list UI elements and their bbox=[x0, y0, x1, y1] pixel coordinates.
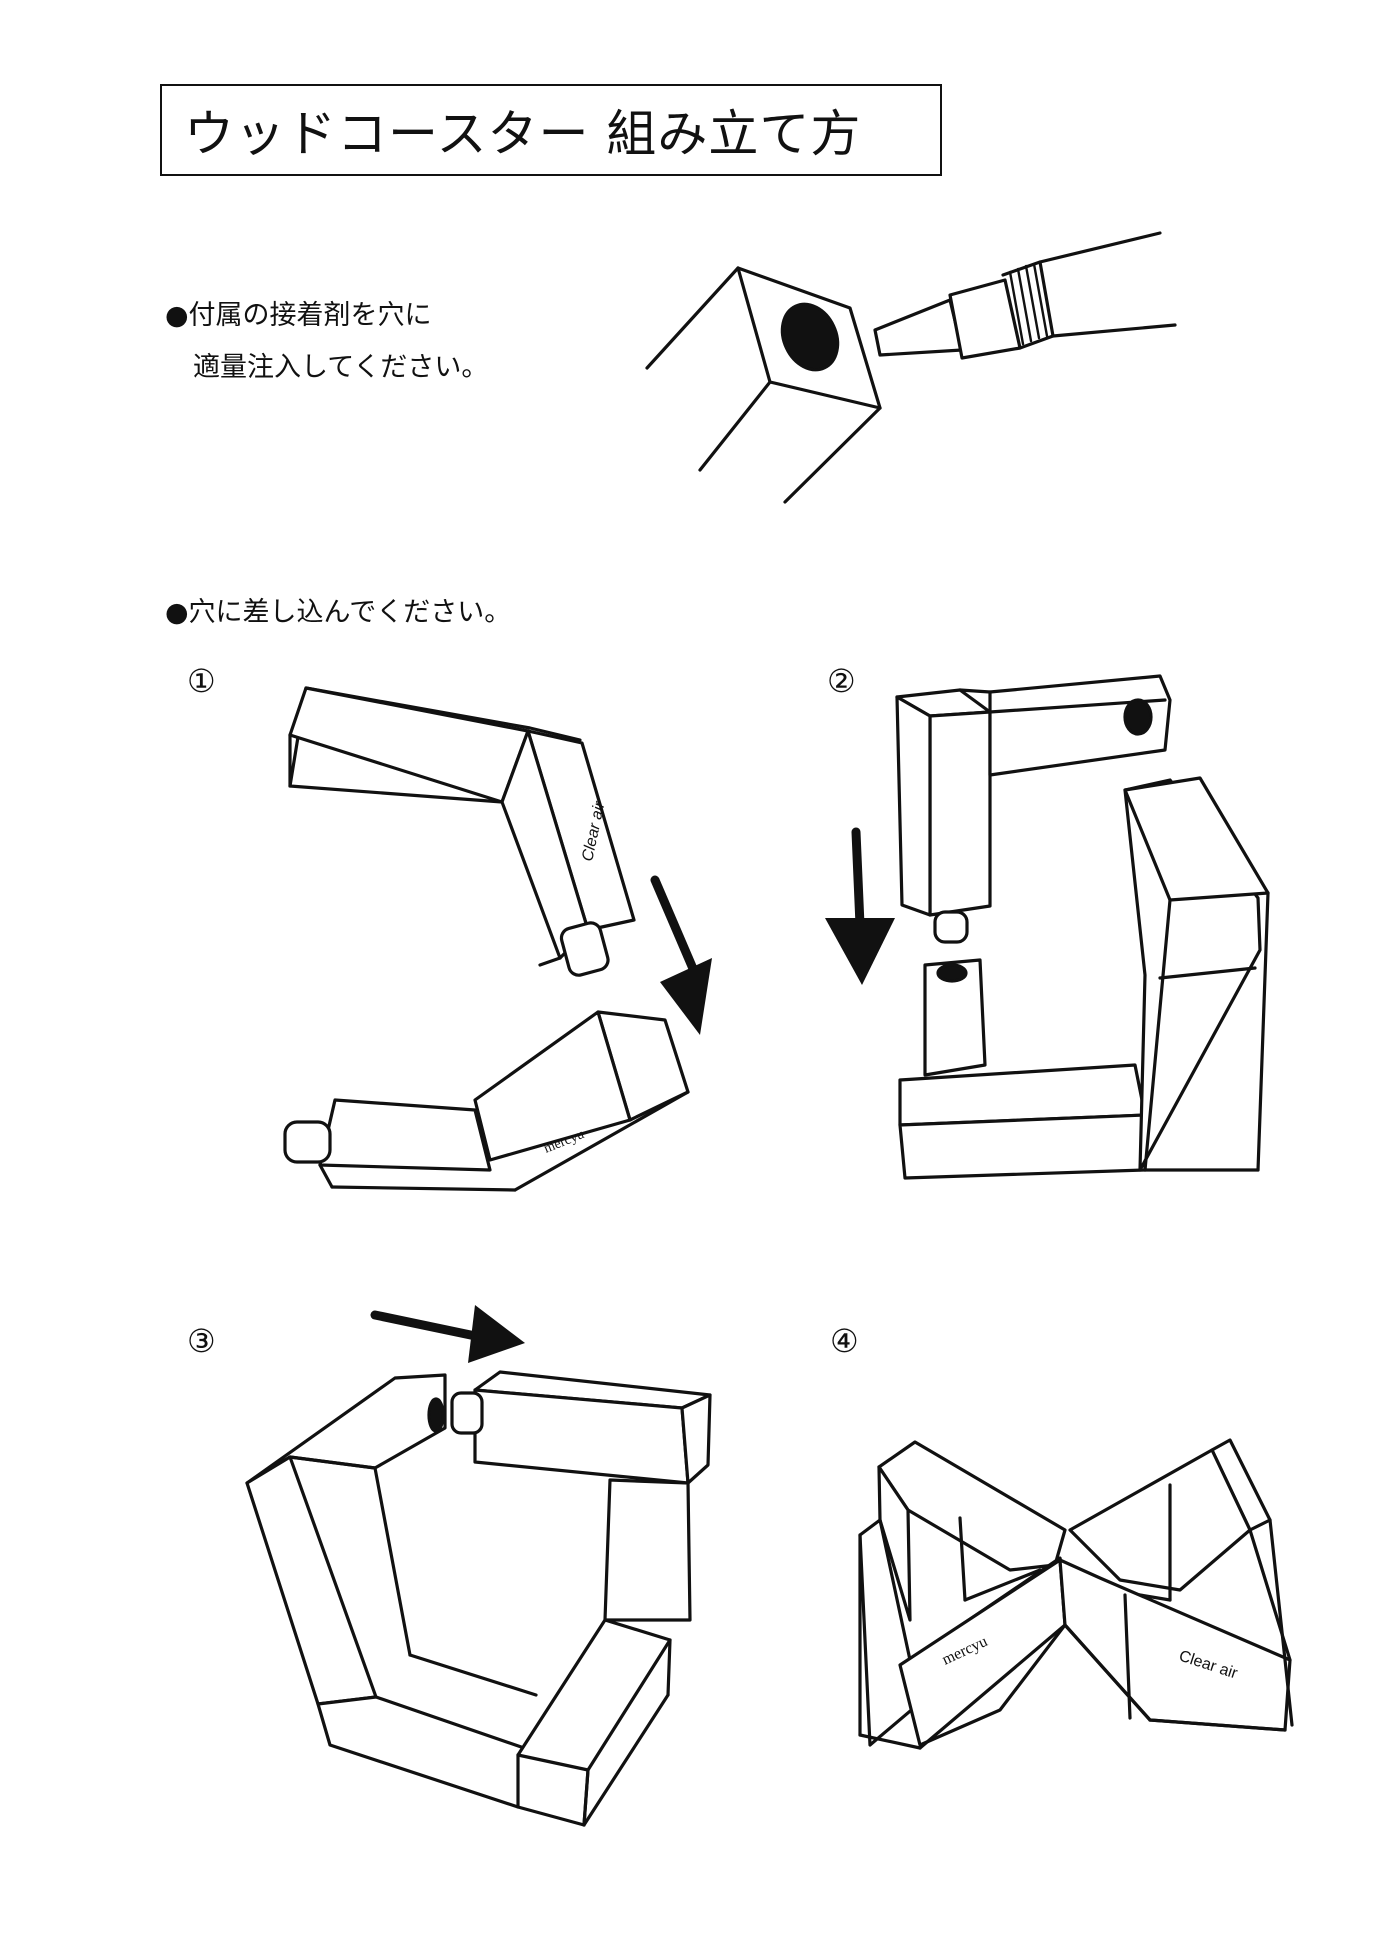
step-2-arrow-head bbox=[825, 918, 895, 985]
step-2-hole-lower bbox=[938, 965, 966, 981]
step-1-dowel bbox=[559, 921, 610, 978]
step-3-dowel bbox=[452, 1393, 482, 1433]
step-1-illustration: Clear air mercyu bbox=[285, 688, 712, 1190]
step-4-illustration: mercyu Clear air bbox=[860, 1440, 1292, 1748]
step-2-hole-upper bbox=[1125, 700, 1151, 734]
step-3-illustration bbox=[247, 1305, 710, 1825]
glue-illustration bbox=[647, 233, 1175, 502]
step-3-arrow-head bbox=[468, 1305, 525, 1363]
step-2-illustration bbox=[825, 676, 1268, 1178]
step-3-hole bbox=[429, 1399, 443, 1431]
step-2-dowel bbox=[935, 912, 967, 942]
step-1-arrow-head bbox=[660, 958, 712, 1035]
glue-nozzle bbox=[875, 300, 962, 355]
glue-cap bbox=[950, 280, 1020, 358]
step-1-dowel-lower bbox=[285, 1122, 330, 1162]
